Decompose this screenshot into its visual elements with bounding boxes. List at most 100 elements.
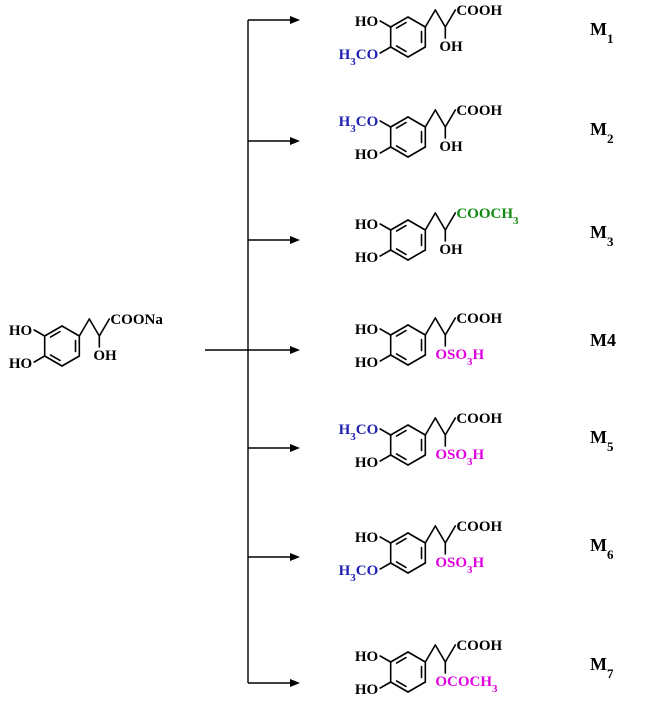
ring-bond (407, 324, 427, 336)
ring-double-bond (395, 656, 407, 664)
arrow-head (290, 236, 300, 244)
ring-bond (389, 324, 409, 336)
ring-bond (389, 146, 409, 158)
ring-bond (407, 532, 427, 544)
chain-bond (424, 644, 437, 663)
substituent-bond (379, 428, 392, 436)
chain-bond (434, 109, 447, 128)
ring-bond (407, 454, 427, 466)
chain-bond (434, 317, 447, 336)
chain-bond (444, 109, 457, 128)
carboxyl-group: COOH (456, 638, 502, 654)
bottom-substituent: HO (9, 356, 32, 372)
chain-bond (424, 212, 437, 231)
top-substituent: HO (355, 649, 378, 665)
metabolite-7: HO HO COOH OCOCH3 M7 (355, 638, 614, 698)
alpha-substituent: OCOCH3 (435, 674, 498, 695)
bottom-substituent: HO (355, 250, 378, 266)
metabolite-label: M7 (590, 654, 614, 681)
ring-bond (407, 681, 427, 693)
ring-bond (389, 249, 409, 261)
metabolite-label: M4 (590, 330, 616, 350)
chain-bond (434, 525, 447, 544)
top-substituent: HO (9, 323, 32, 339)
ring-double-bond (395, 453, 407, 461)
chain-bond (434, 644, 447, 663)
chain-bond (434, 212, 447, 231)
ring-bond (389, 116, 409, 128)
chain-bond (424, 317, 437, 336)
metabolite-list: HOH3COCOOHOHM1H3COHOCOOHOHM2HOHOCOOCH3OH… (339, 3, 616, 698)
alpha-substituent: OSO3H (435, 555, 484, 576)
substituent-bond (379, 249, 392, 257)
ring-bond (389, 651, 409, 663)
ring-bond (389, 16, 409, 28)
alpha-substituent: OH (439, 242, 463, 258)
chain-bond (444, 525, 457, 544)
bottom-substituent: HO (355, 455, 378, 471)
ring-double-bond (395, 429, 407, 437)
ring-double-bond (395, 329, 407, 337)
substituent-bond (33, 329, 46, 337)
bottom-substituent: H3CO (339, 563, 379, 584)
ring-double-bond (395, 248, 407, 256)
alpha-substituent: OH (93, 348, 117, 364)
arrow-head (290, 444, 300, 452)
metabolite-label: M2 (590, 119, 614, 146)
metabolite-label: M1 (590, 19, 614, 46)
ring-bond (407, 651, 427, 663)
ring-double-bond (395, 561, 407, 569)
ring-double-bond (395, 45, 407, 53)
carboxyl-group: COOH (456, 3, 502, 19)
top-substituent: HO (355, 322, 378, 338)
ring-bond (407, 16, 427, 28)
arrow-head (290, 137, 300, 145)
alpha-substituent: OH (439, 139, 463, 155)
chain-bond (424, 109, 437, 128)
chain-bond (434, 417, 447, 436)
substituent-bond (379, 536, 392, 544)
ring-bond (389, 354, 409, 366)
chain-bond (444, 9, 457, 28)
bottom-substituent: H3CO (339, 47, 379, 68)
ring-double-bond (49, 330, 61, 338)
metabolite-4: HO HO COOH OSO3H M4 (355, 311, 616, 371)
carboxyl-group: COOH (456, 311, 502, 327)
substituent-bond (379, 146, 392, 154)
alpha-substituent: OSO3H (435, 347, 484, 368)
ring-bond (407, 116, 427, 128)
ring-double-bond (395, 21, 407, 29)
top-substituent: HO (355, 217, 378, 233)
chain-bond (98, 318, 111, 337)
chain-bond (424, 525, 437, 544)
top-substituent: HO (355, 530, 378, 546)
carboxyl-group: COOH (456, 519, 502, 535)
chain-bond (424, 9, 437, 28)
ring-bond (389, 532, 409, 544)
substituent-bond (379, 655, 392, 663)
bottom-substituent: HO (355, 682, 378, 698)
ring-bond (61, 325, 81, 337)
top-substituent: H3CO (339, 114, 379, 135)
chain-bond (434, 9, 447, 28)
carboxyl-group: COOH (456, 411, 502, 427)
chain-bond (444, 644, 457, 663)
ring-bond (43, 325, 63, 337)
bottom-substituent: HO (355, 355, 378, 371)
substituent-bond (379, 46, 392, 54)
substituent-bond (379, 20, 392, 28)
ring-bond (389, 219, 409, 231)
substituent-bond (379, 454, 392, 462)
substituent-bond (379, 562, 392, 570)
ring-double-bond (395, 224, 407, 232)
metabolite-label: M6 (590, 535, 614, 562)
ring-bond (407, 249, 427, 261)
ring-bond (407, 354, 427, 366)
carboxyl-group: COOH (456, 103, 502, 119)
ring-bond (389, 562, 409, 574)
chain-bond (444, 317, 457, 336)
